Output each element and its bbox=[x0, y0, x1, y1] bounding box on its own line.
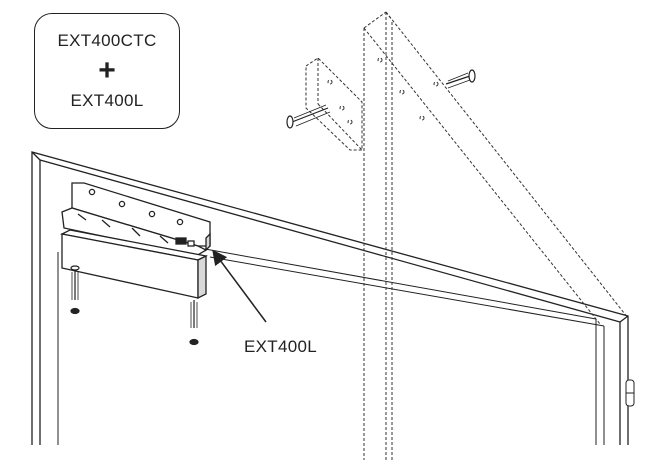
ext400l-bracket bbox=[61, 182, 211, 257]
hinge bbox=[625, 379, 635, 407]
kit-part-b: EXT400L bbox=[70, 91, 144, 110]
screw-left bbox=[286, 104, 331, 129]
kit-contents-box: EXT400CTC + EXT400L bbox=[34, 13, 180, 129]
callout-arrow bbox=[212, 249, 267, 323]
magnet-block bbox=[59, 229, 209, 300]
plus-sign: + bbox=[98, 54, 116, 87]
mounting-bolts bbox=[70, 265, 199, 346]
door-leaf-dashed bbox=[363, 11, 629, 460]
exploded-bracket-dashed bbox=[305, 57, 363, 151]
screw-right bbox=[445, 69, 476, 89]
callout-label: EXT400L bbox=[244, 337, 317, 356]
kit-part-a: EXT400CTC bbox=[57, 31, 157, 50]
